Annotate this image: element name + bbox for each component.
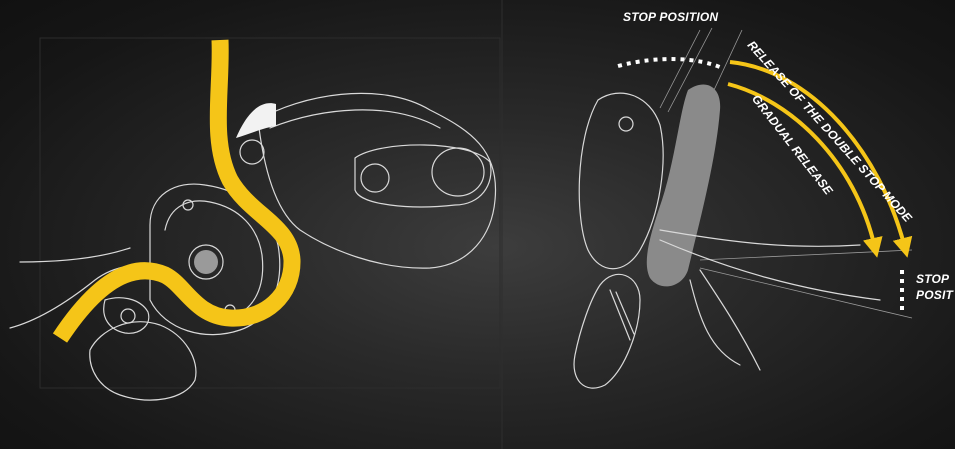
right-device (574, 28, 912, 388)
grey-handle (647, 84, 720, 286)
right-rivet (619, 117, 633, 131)
guide-line-4 (700, 250, 912, 260)
body-rivet-1 (183, 200, 193, 210)
label-stop-position-top: STOP POSITION (623, 10, 718, 24)
handle-hole-small (361, 164, 389, 192)
white-cam (236, 103, 276, 138)
rope-line-3 (700, 270, 760, 370)
label-stop-position-right-2: POSIT (916, 288, 953, 302)
carabiner (574, 274, 640, 388)
left-device (10, 40, 496, 400)
dashed-stop-arc-top (618, 59, 722, 68)
cam-lower-hole (121, 309, 135, 323)
hand-finger-line (20, 248, 130, 262)
guide-line-5 (700, 268, 912, 318)
handle-hole-large (432, 148, 484, 196)
axle-hub (194, 250, 218, 274)
handle-slot (355, 145, 491, 207)
left-handle-inner (270, 110, 440, 128)
arrow-double-stop (730, 62, 905, 248)
top-rivet (240, 140, 264, 164)
cam-lower (104, 298, 149, 334)
label-stop-position-right-1: STOP (916, 272, 949, 286)
carabiner-gate (610, 290, 634, 340)
